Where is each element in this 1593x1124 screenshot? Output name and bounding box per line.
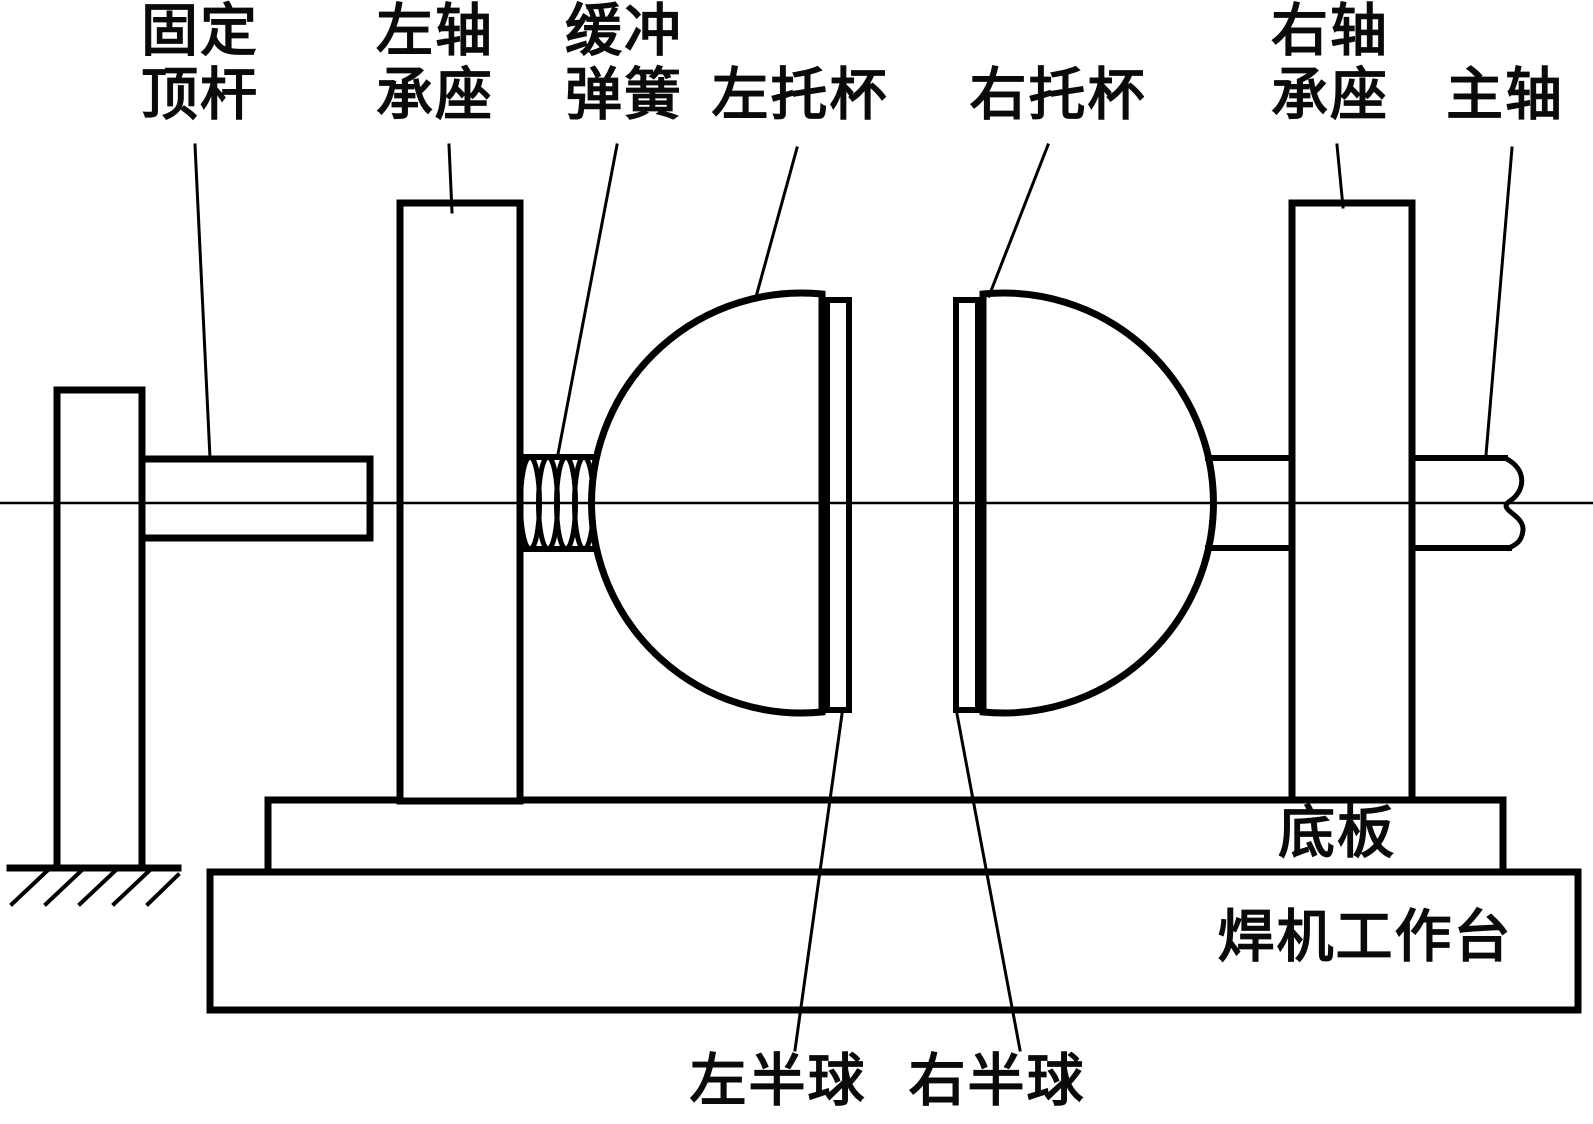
ground-hatching <box>9 868 181 907</box>
shaft-break-symbol <box>1501 454 1526 552</box>
label-buffer-spring-line2: 弹簧 <box>565 64 683 127</box>
label-left-bearing-seat-line2: 承座 <box>376 64 494 127</box>
leader-left-bearing-seat <box>447 143 454 214</box>
left-hemisphere-shape <box>824 297 852 713</box>
label-fixed-push-rod-line1: 固定 <box>141 0 259 63</box>
right-bearing-seat-shape <box>1288 199 1416 804</box>
leader-main-shaft <box>1484 146 1514 457</box>
label-left-bearing-seat-line1: 左轴 <box>376 0 494 63</box>
label-left-hemisphere: 左半球 <box>689 1050 867 1113</box>
label-welder-worktable: 焊机工作台 <box>1217 906 1513 969</box>
leader-right-cup <box>987 143 1050 298</box>
leader-fixed-push-rod <box>193 143 212 460</box>
label-right-bearing-seat: 右轴 承座 <box>1271 0 1389 128</box>
label-base-plate: 底板 <box>1278 802 1396 865</box>
label-left-bearing-seat: 左轴 承座 <box>376 0 494 128</box>
fixed-post-shape <box>53 386 146 872</box>
label-right-bearing-seat-line2: 承座 <box>1271 64 1389 127</box>
push-rod-shape <box>138 455 374 542</box>
leader-left-hemisphere <box>793 712 844 1052</box>
label-left-cup: 左托杯 <box>711 64 889 127</box>
label-right-cup: 右托杯 <box>969 64 1147 127</box>
label-right-hemisphere: 右半球 <box>908 1050 1086 1113</box>
worktable-shape <box>206 868 1582 1014</box>
leader-right-bearing-seat <box>1335 143 1345 209</box>
leader-buffer-spring <box>556 143 619 456</box>
label-main-shaft: 主轴 <box>1446 64 1564 127</box>
right-hemisphere-shape <box>953 297 981 713</box>
main-shaft-shape <box>1205 455 1512 551</box>
leader-left-cup <box>754 146 799 299</box>
leader-right-hemisphere <box>955 712 1022 1052</box>
label-buffer-spring: 缓冲 弹簧 <box>565 0 683 128</box>
label-buffer-spring-line1: 缓冲 <box>565 0 683 63</box>
label-fixed-push-rod: 固定 顶杆 <box>141 0 259 128</box>
label-fixed-push-rod-line2: 顶杆 <box>141 64 259 127</box>
leader-lines <box>193 143 1514 1052</box>
label-right-bearing-seat-line1: 右轴 <box>1271 0 1389 63</box>
